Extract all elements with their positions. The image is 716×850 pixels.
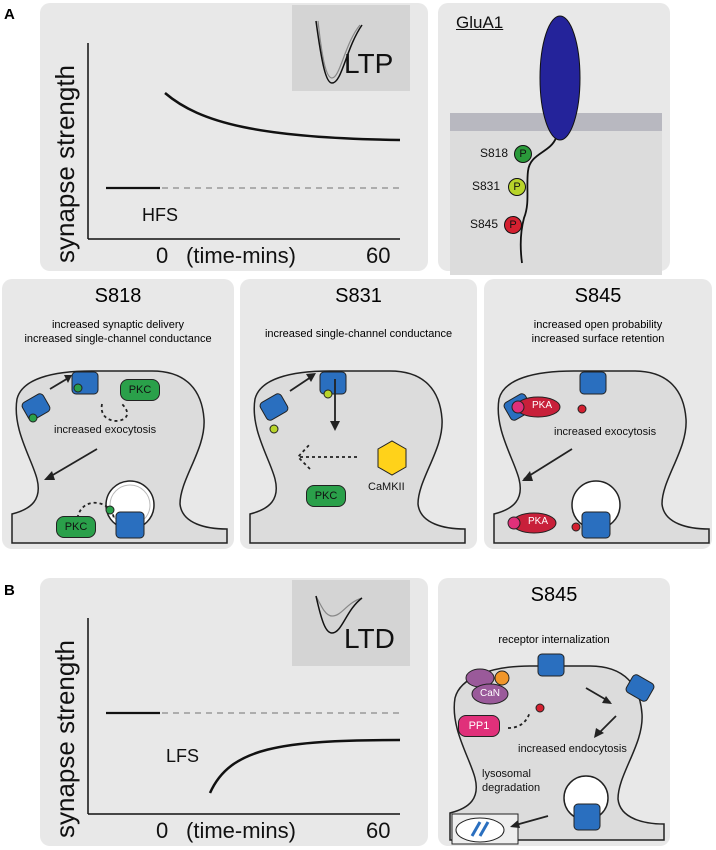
ltd-inset-box bbox=[292, 580, 410, 666]
s818-pkc-top: PKC bbox=[120, 379, 160, 401]
glua1-site-s818: S818 bbox=[480, 146, 509, 160]
s831-panel: S831 increased single-channel conductanc… bbox=[240, 279, 477, 549]
ltd-y-label: synapse strength bbox=[50, 639, 80, 838]
s845-ltd-spine-diagram bbox=[449, 653, 665, 845]
s845-ltd-degradation-1: lysosomal bbox=[482, 768, 531, 780]
glua1-site-s831: S831 bbox=[472, 179, 501, 193]
ltp-curve bbox=[164, 92, 401, 142]
ltp-stim-label: HFS bbox=[142, 205, 178, 225]
s818-title: S818 bbox=[94, 285, 142, 307]
s845-pka-bottom: PKA bbox=[528, 516, 549, 527]
s845-effect-1: increased open probability bbox=[533, 319, 663, 331]
p-badge-s818: P bbox=[514, 145, 532, 163]
s818-effect-1: increased synaptic delivery bbox=[51, 319, 185, 331]
glua1-diagram bbox=[450, 15, 662, 275]
s845-ltd-pp1: PP1 bbox=[458, 715, 500, 737]
s818-spine-diagram bbox=[11, 370, 228, 544]
ltd-x-label: (time-mins) bbox=[186, 818, 296, 843]
ltd-x-end: 60 bbox=[366, 818, 391, 843]
s845-ltd-panel: S845 receptor internalization CaN PP1 in… bbox=[438, 578, 670, 846]
s845-spine-diagram bbox=[493, 370, 710, 544]
ltp-y-label: synapse strength bbox=[50, 64, 80, 263]
s845-panel: S845 increased open probability increase… bbox=[484, 279, 712, 549]
s845-process: increased exocytosis bbox=[554, 426, 657, 438]
ltd-inset-label: LTD bbox=[344, 623, 395, 654]
s831-camkii-label: CaMKII bbox=[368, 481, 405, 493]
ltp-inset-label: LTP bbox=[344, 48, 394, 79]
ltd-x-zero: 0 bbox=[156, 818, 169, 843]
glua1-panel: GluA1 S818 S831 S845 P P P bbox=[438, 3, 670, 275]
ltp-plot bbox=[87, 20, 401, 240]
ltp-x-end: 60 bbox=[366, 243, 391, 268]
ltp-x-zero: 0 bbox=[156, 243, 169, 268]
p-badge-s845: P bbox=[504, 216, 522, 234]
glua1-title: GluA1 bbox=[456, 13, 504, 32]
s845-effect-2: increased surface retention bbox=[531, 333, 665, 345]
ltp-graph-panel: LTP HFS 0 (time-mins) 60 synapse strengt… bbox=[40, 3, 428, 271]
panel-b-label: B bbox=[4, 582, 15, 599]
panel-a-label: A bbox=[4, 6, 15, 23]
ltd-plot bbox=[87, 595, 401, 815]
s845-title: S845 bbox=[574, 285, 622, 307]
s845-pka-top: PKA bbox=[532, 400, 553, 411]
s831-pkc: PKC bbox=[306, 485, 346, 507]
s845-ltd-can-label: CaN bbox=[480, 688, 501, 699]
s818-process: increased exocytosis bbox=[54, 424, 157, 436]
s818-pkc-bottom: PKC bbox=[56, 516, 96, 538]
ltd-curve bbox=[208, 738, 401, 794]
p-badge-s831: P bbox=[508, 178, 526, 196]
s845-ltd-process: increased endocytosis bbox=[518, 743, 627, 755]
s845-ltd-degradation-2: degradation bbox=[482, 782, 541, 794]
s845-ltd-effect-1: receptor internalization bbox=[498, 634, 610, 646]
ltp-x-label: (time-mins) bbox=[186, 243, 296, 268]
s831-spine-diagram bbox=[249, 370, 466, 544]
s831-effect-1: increased single-channel conductance bbox=[264, 328, 453, 340]
glua1-site-s845: S845 bbox=[470, 217, 499, 231]
ltd-stim-label: LFS bbox=[166, 746, 200, 766]
ltd-graph-panel: LTD LFS 0 (time-mins) 60 synapse strengt… bbox=[40, 578, 428, 846]
s831-title: S831 bbox=[335, 285, 382, 307]
s818-panel: S818 increased synaptic delivery increas… bbox=[2, 279, 234, 549]
s818-effect-2: increased single-channel conductance bbox=[24, 333, 212, 345]
s845-ltd-title: S845 bbox=[530, 584, 578, 606]
